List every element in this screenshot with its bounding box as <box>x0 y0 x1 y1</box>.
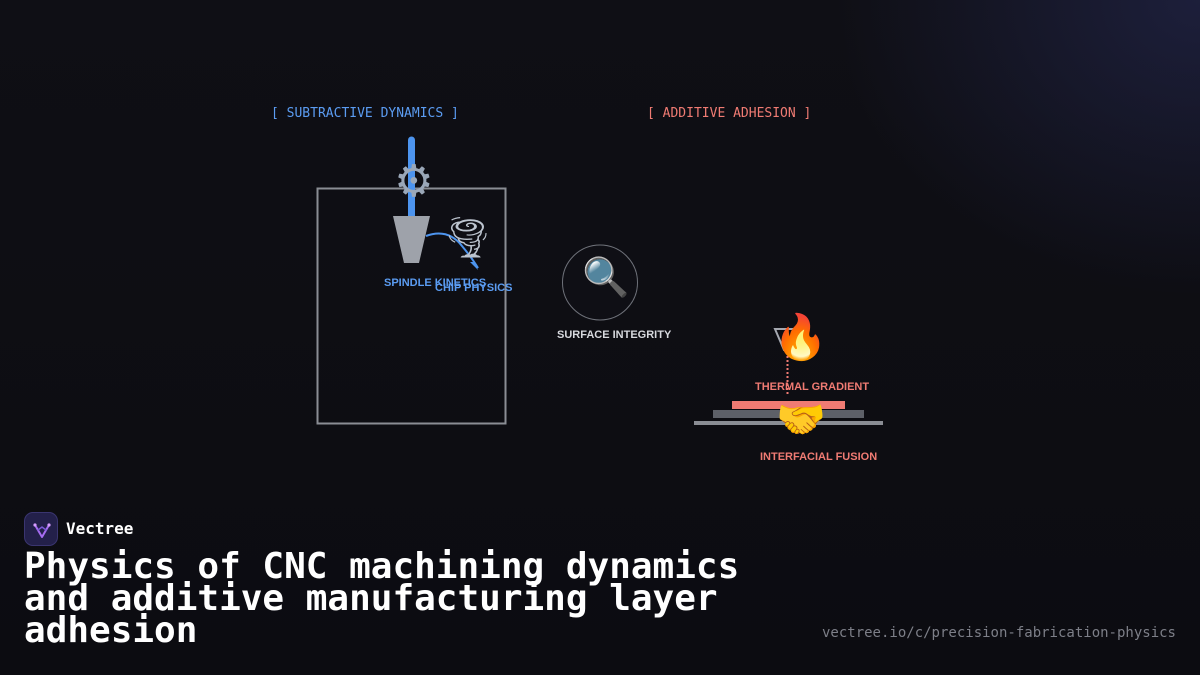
chip-ejection-curve <box>425 232 479 269</box>
surface-integrity-label: SURFACE INTEGRITY <box>557 329 672 341</box>
page-title: Physics of CNC machining dynamics and ad… <box>24 546 740 651</box>
spindle-kinetics-label: SPINDLE KINETICS <box>384 277 487 289</box>
previous-layer <box>713 410 864 418</box>
flame-icon: 🔥 <box>773 312 828 363</box>
page-url: vectree.io/c/precision-fabrication-physi… <box>821 625 1176 641</box>
additive-section-label: [ ADDITIVE ADHESION ] <box>647 106 812 121</box>
chip-arrowhead <box>470 262 478 270</box>
vectree-logo-icon <box>24 512 58 546</box>
build-plate <box>694 421 883 425</box>
new-layer <box>732 401 845 409</box>
nozzle <box>773 328 802 351</box>
surface-lens-circle <box>562 244 638 321</box>
gear-icon: ⚙ <box>394 156 434 207</box>
handshake-icon: 🤝 <box>776 397 826 443</box>
tornado-icon: 🌪 <box>442 215 493 261</box>
cutting-tool <box>393 216 430 263</box>
interfacial-fusion-label: INTERFACIAL FUSION <box>760 451 878 463</box>
chip-physics-label: CHIP PHYSICS <box>435 282 513 294</box>
thermal-gradient-label: THERMAL GRADIENT <box>755 381 870 393</box>
subtractive-section-label: [ SUBTRACTIVE DYNAMICS ] <box>271 106 459 121</box>
magnifier-icon: 🔍 <box>582 255 630 299</box>
brand-name: Vectree <box>66 519 134 538</box>
